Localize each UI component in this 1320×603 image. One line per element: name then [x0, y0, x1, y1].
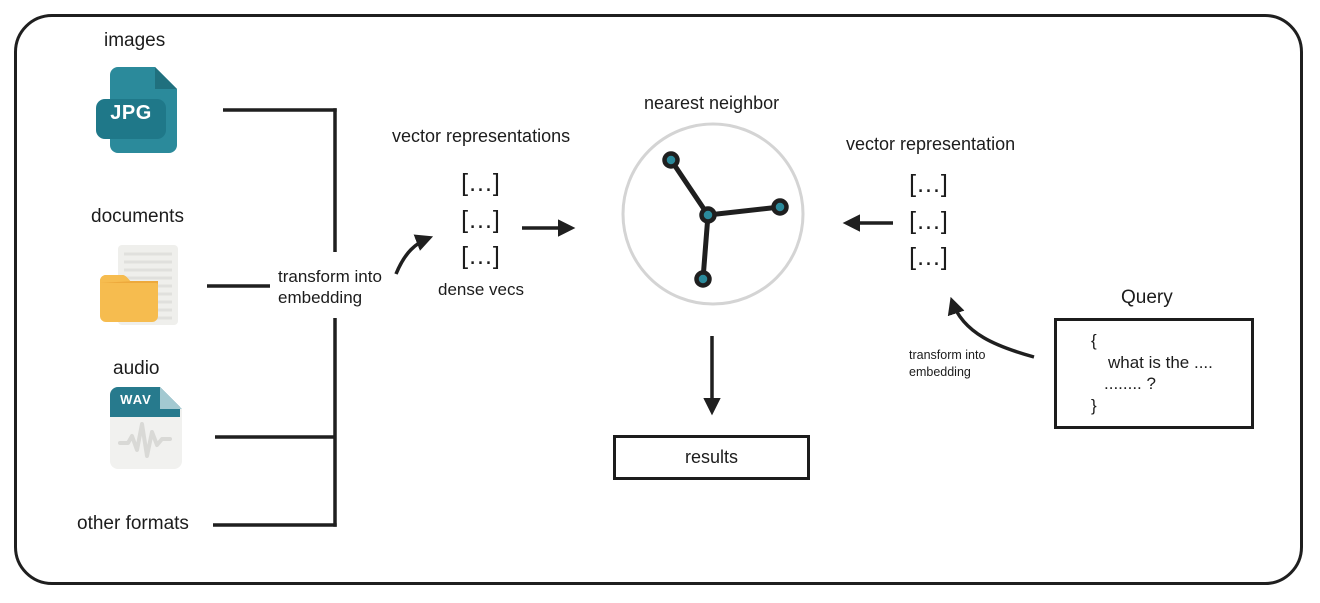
diagram-border: [14, 14, 1303, 585]
other-formats-label: other formats: [77, 513, 189, 534]
embed-arrow-right: [947, 296, 1035, 359]
query-title: Query: [1121, 287, 1173, 308]
documents-label: documents: [91, 206, 184, 227]
wav-file-icon: WAV: [108, 385, 184, 471]
transform-right-line2: embedding: [909, 364, 971, 379]
transform-right-line1: transform into: [909, 348, 986, 362]
audio-label: audio: [113, 358, 160, 379]
dense-vecs-caption: dense vecs: [438, 280, 524, 299]
vector-bracket: [...]: [909, 206, 949, 235]
graph-node: [694, 270, 712, 288]
transform-left-line1: transform into: [278, 267, 382, 286]
query-line: }: [1091, 395, 1097, 415]
jpg-file-shape: [96, 67, 177, 153]
documents-shape: [100, 245, 178, 325]
query-line: {: [1091, 331, 1097, 350]
jpg-file-icon: JPG: [96, 66, 182, 156]
vector-bracket: [...]: [909, 170, 949, 198]
query-line: ........ ?: [1104, 374, 1156, 393]
graph-node: [771, 198, 789, 216]
graph-nodes: [662, 151, 789, 288]
vector-brackets-right: [...] [...] [...]: [900, 166, 958, 276]
vector-bracket: [...]: [461, 169, 501, 197]
wav-badge-label: WAV: [120, 392, 152, 407]
transform-into-embedding-right: transform into embedding: [909, 347, 985, 380]
query-box: { what is the .... ........ ? }: [1054, 318, 1254, 429]
jpg-badge-label: JPG: [110, 102, 152, 124]
nearest-neighbor-graph-icon: [668, 157, 783, 282]
wav-file-shape: [110, 387, 182, 469]
graph-node: [699, 206, 717, 224]
images-label: images: [104, 30, 166, 51]
nearest-neighbor-title: nearest neighbor: [644, 93, 780, 113]
embed-arrow-left: [394, 234, 434, 275]
results-label: results: [684, 447, 738, 467]
query-line: what is the ....: [1108, 352, 1213, 372]
vector-bracket: [...]: [461, 205, 501, 234]
results-box: results: [613, 435, 810, 480]
vector-bracket: [...]: [909, 243, 949, 271]
vector-representations-title: vector representations: [392, 126, 571, 146]
vector-representation-title: vector representation: [846, 134, 1016, 154]
transform-into-embedding-left: transform into embedding: [278, 266, 382, 308]
vector-bracket: [...]: [461, 242, 501, 270]
transform-left-line2: embedding: [278, 288, 363, 307]
graph-node: [662, 151, 680, 169]
vector-brackets-left: [...] [...] [...]: [452, 165, 510, 275]
documents-icon: [98, 243, 182, 327]
